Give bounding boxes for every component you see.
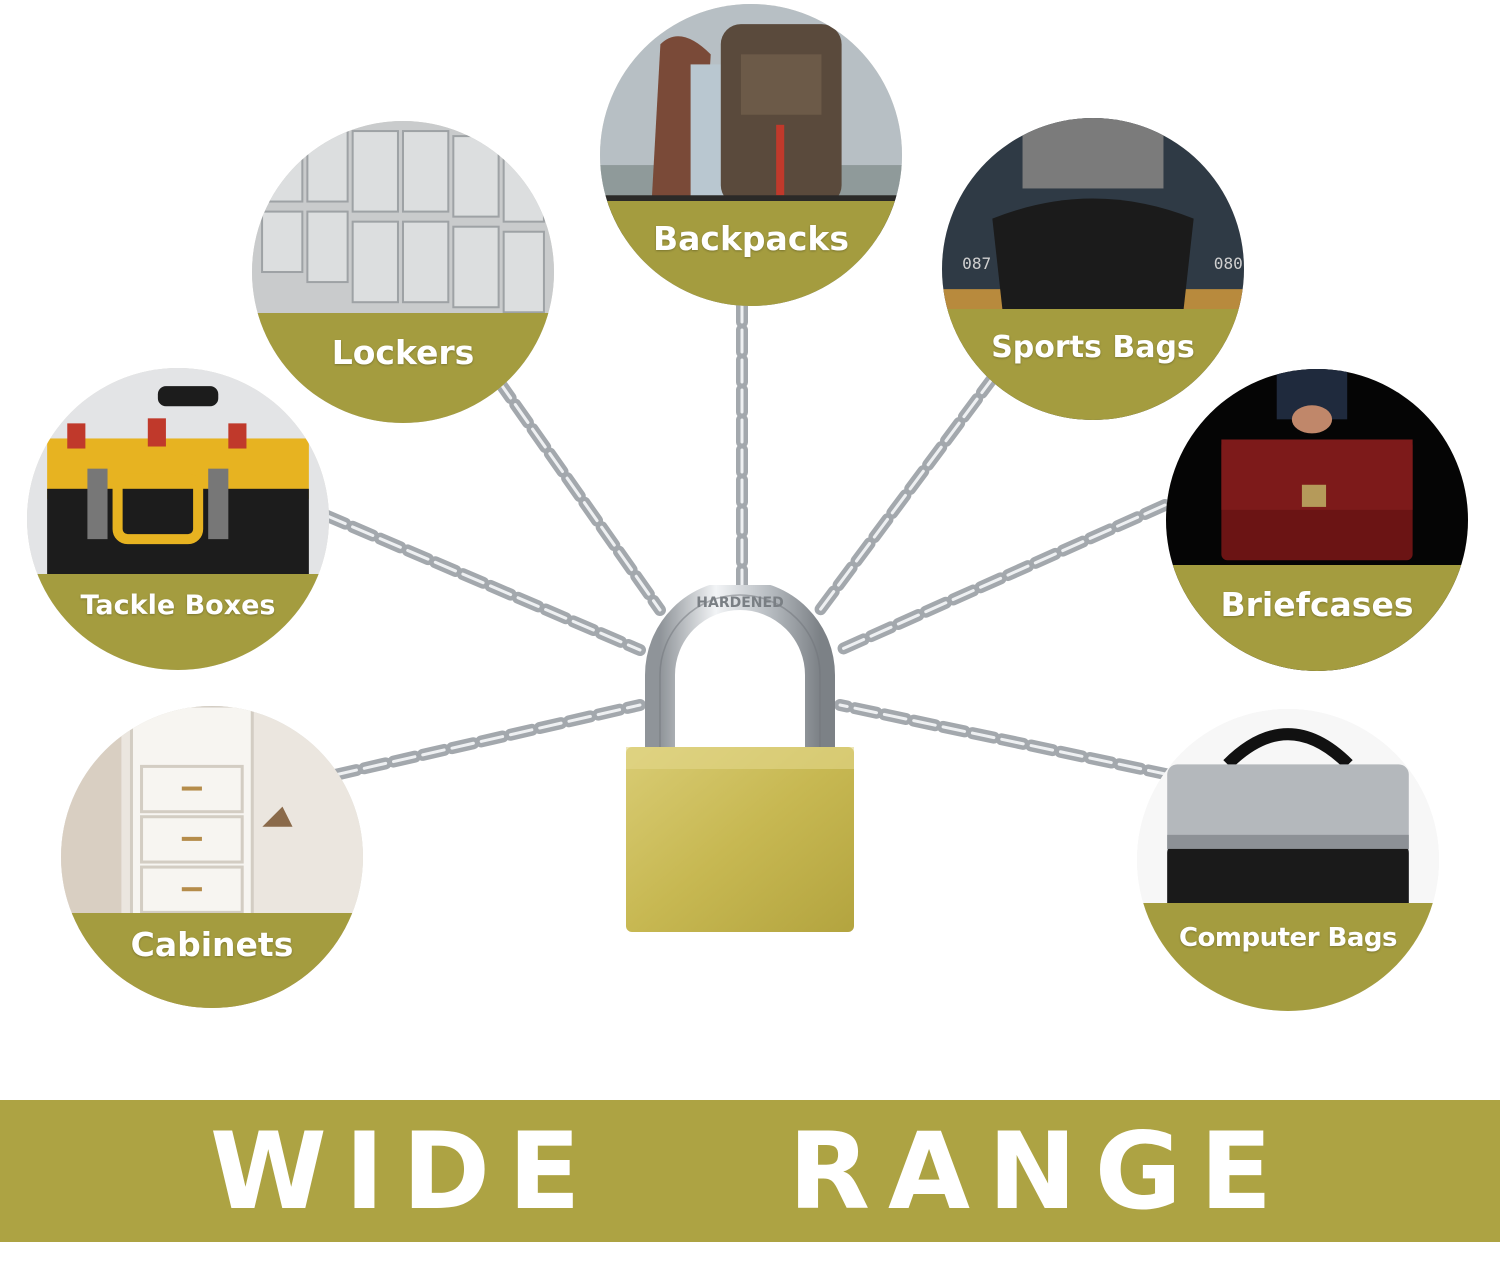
label-lockers: Lockers — [331, 333, 475, 372]
use-cabinets: Cabinets — [61, 706, 363, 1008]
banner-title: WIDE RANGE — [209, 1109, 1291, 1233]
label-cabinets: Cabinets — [130, 925, 294, 964]
band: Cabinets — [61, 913, 363, 1008]
band: Briefcases — [1166, 565, 1468, 671]
band: Tackle Boxes — [27, 574, 329, 670]
label-sports-bags: Sports Bags — [991, 330, 1195, 365]
svg-text:087: 087 — [962, 254, 991, 273]
label-briefcases: Briefcases — [1220, 585, 1414, 624]
svg-text:080: 080 — [1214, 254, 1243, 273]
label-tackle-boxes: Tackle Boxes — [80, 590, 276, 621]
use-briefcases: Briefcases — [1166, 369, 1468, 671]
band: Backpacks — [600, 201, 902, 306]
use-backpacks: Backpacks — [600, 4, 902, 306]
use-tackle-boxes: Tackle Boxes — [27, 368, 329, 670]
toolbox-icon — [27, 368, 329, 670]
wide-range-banner: WIDE RANGE — [0, 1100, 1500, 1242]
band: Sports Bags — [942, 309, 1244, 420]
use-computer-bags: Computer Bags — [1137, 709, 1439, 1011]
use-lockers: Lockers — [252, 121, 554, 423]
padlock-icon: HARDENED — [626, 585, 854, 932]
label-backpacks: Backpacks — [653, 219, 849, 258]
label-computer-bags: Computer Bags — [1178, 923, 1398, 953]
shackle-engraving: HARDENED — [696, 595, 783, 611]
band: Computer Bags — [1137, 903, 1439, 1011]
